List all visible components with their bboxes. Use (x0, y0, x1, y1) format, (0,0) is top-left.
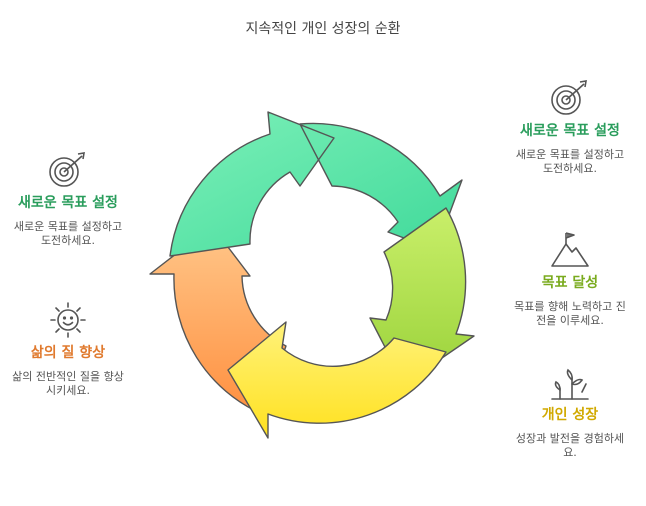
left-new-goal-block: 새로운 목표 설정 새로운 목표를 설정하고 도전하세요. (8, 150, 128, 248)
smiley-sun-icon (50, 302, 86, 338)
mountain-flag-icon (551, 232, 589, 267)
target-arrow-icon (551, 80, 587, 115)
cycle-arrow-green (169, 111, 463, 257)
right-personal-growth-desc: 성장과 발전을 경험하세요. (515, 432, 625, 459)
right-new-goal-block: 새로운 목표 설정 새로운 목표를 설정하고 도전하세요. (510, 78, 630, 176)
right-personal-growth-title: 개인 성장 (541, 407, 599, 423)
left-new-goal-desc: 새로운 목표를 설정하고 도전하세요. (13, 220, 123, 247)
right-new-goal-desc: 새로운 목표를 설정하고 도전하세요. (515, 148, 625, 175)
right-personal-growth-block: 개인 성장 성장과 발전을 경험하세요. (510, 362, 630, 460)
left-quality-of-life-desc: 삶의 전반적인 질을 향상시키세요. (12, 370, 124, 397)
right-goal-achievement-title: 목표 달성 (541, 275, 599, 291)
left-new-goal-title: 새로운 목표 설정 (18, 195, 118, 211)
cycle-arrow-yellow (227, 321, 447, 439)
growing-plant-icon (551, 368, 589, 400)
left-quality-of-life-title: 삶의 질 향상 (30, 345, 106, 361)
right-new-goal-title: 새로운 목표 설정 (520, 123, 620, 139)
diagram-title: 지속적인 개인 성장의 순환 (245, 21, 401, 37)
target-arrow-icon (49, 152, 85, 187)
left-quality-of-life-block: 삶의 질 향상 삶의 전반적인 질을 향상시키세요. (8, 300, 128, 398)
right-goal-achievement-block: 목표 달성 목표를 향해 노력하고 진전을 이루세요. (510, 230, 630, 328)
right-goal-achievement-desc: 목표를 향해 노력하고 진전을 이루세요. (514, 300, 626, 327)
